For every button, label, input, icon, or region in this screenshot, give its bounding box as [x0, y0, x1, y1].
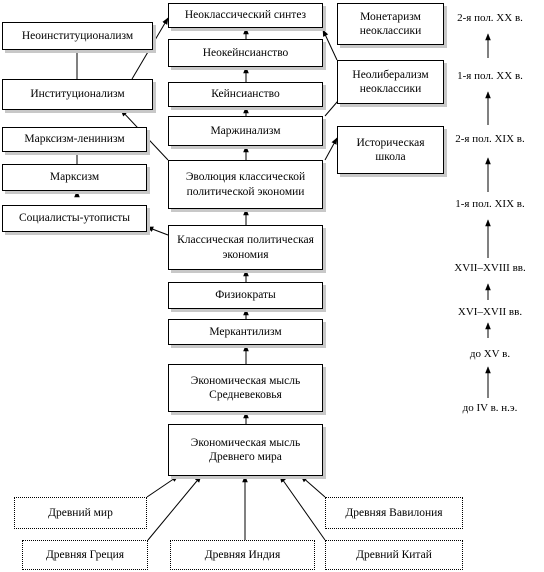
label-classical-pol-econ: Классическая политическая экономия	[177, 234, 314, 261]
timeline-label: 1-я пол. XIX в.	[455, 198, 525, 210]
box-mercantilism: Меркантилизм	[168, 319, 323, 345]
box-ancient-thought: Экономическая мысль Древнего мира	[168, 424, 323, 476]
box-physiocrats: Физиократы	[168, 282, 323, 309]
label-evolution-classical: Эволюция классической политической эконо…	[185, 171, 306, 198]
label-mercantilism: Меркантилизм	[209, 325, 282, 338]
label-institutionalism: Институционализм	[30, 88, 125, 101]
box-utopian-socialists: Социалисты-утописты	[2, 205, 147, 232]
box-ancient-babylon: Древняя Вавилония	[325, 497, 463, 529]
box-medieval-thought: Экономическая мысль Средневековья	[168, 364, 323, 412]
label-ancient-china: Древний Китай	[356, 548, 432, 561]
arrow-babylon-to-ancient	[300, 475, 326, 498]
label-marxism: Марксизм	[49, 171, 100, 184]
timeline-label: 2-я пол. XX в.	[457, 12, 523, 24]
timeline-label: до IV в. н.э.	[462, 402, 518, 414]
label-ancient-thought: Экономическая мысль Древнего мира	[190, 436, 301, 463]
label-marxism-leninism: Марксизм-ленинизм	[24, 133, 125, 146]
arrow-neoliberal-to-synthesis	[322, 29, 338, 61]
timeline-label: до XV в.	[469, 348, 511, 360]
box-marxism-leninism: Марксизм-ленинизм	[2, 127, 147, 152]
label-ancient-babylon: Древняя Вавилония	[345, 506, 443, 519]
label-historical-school: Историческая школа	[356, 136, 425, 163]
arrow-classical-to-utopia	[146, 226, 169, 236]
label-physiocrats: Физиократы	[215, 289, 276, 302]
box-neoliberalism: Неолиберализм неоклассики	[337, 60, 444, 104]
arrow-world-to-ancient	[146, 475, 179, 498]
label-monetarism: Монетаризм неоклассики	[359, 10, 422, 37]
box-ancient-greece: Древняя Греция	[22, 540, 148, 570]
label-neoinstitutionalism: Неоинституционализм	[21, 29, 134, 42]
label-ancient-world: Древний мир	[48, 506, 113, 519]
box-ancient-india: Древняя Индия	[170, 540, 315, 570]
box-marginalism-center: Маржинализм	[168, 116, 323, 146]
box-marxism: Марксизм	[2, 164, 147, 191]
arrow-china-to-ancient	[279, 475, 326, 541]
label-neoliberalism: Неолиберализм неоклассики	[352, 68, 429, 95]
label-utopian-socialists: Социалисты-утописты	[18, 212, 131, 225]
box-ancient-china: Древний Китай	[325, 540, 463, 570]
box-keynesianism: Кейнсианство	[168, 82, 323, 107]
label-ancient-india: Древняя Индия	[204, 548, 281, 561]
box-neoclassic-synthesis: Неоклассический синтез	[168, 3, 323, 28]
arrow-greece-to-ancient	[147, 475, 202, 541]
box-evolution-classical: Эволюция классической политической эконо…	[168, 160, 323, 209]
box-institutionalism: Институционализм	[2, 79, 153, 110]
label-marginalism-center: Маржинализм	[210, 124, 281, 137]
label-neokeynesianism: Неокейнсианство	[202, 46, 289, 59]
box-ancient-world: Древний мир	[14, 497, 147, 529]
arrow-evolution-to-historical	[324, 137, 338, 161]
label-keynesianism: Кейнсианство	[211, 88, 280, 101]
label-ancient-greece: Древняя Греция	[45, 548, 125, 561]
box-neoinstitutionalism: Неоинституционализм	[2, 22, 153, 50]
label-medieval-thought: Экономическая мысль Средневековья	[190, 374, 301, 401]
timeline-label: 1-я пол. XX в.	[457, 70, 523, 82]
label-neoclassic-synthesis: Неоклассический синтез	[184, 9, 307, 22]
timeline-label: XVI–XVII вв.	[457, 306, 523, 318]
timeline-label: XVII–XVIII вв.	[454, 262, 526, 274]
timeline-label: 2-я пол. XIX в.	[455, 133, 525, 145]
box-classical-pol-econ: Классическая политическая экономия	[168, 225, 323, 270]
box-historical-school: Историческая школа	[337, 126, 444, 174]
box-neokeynesianism: Неокейнсианство	[168, 39, 323, 67]
box-monetarism: Монетаризм неоклассики	[337, 3, 444, 45]
